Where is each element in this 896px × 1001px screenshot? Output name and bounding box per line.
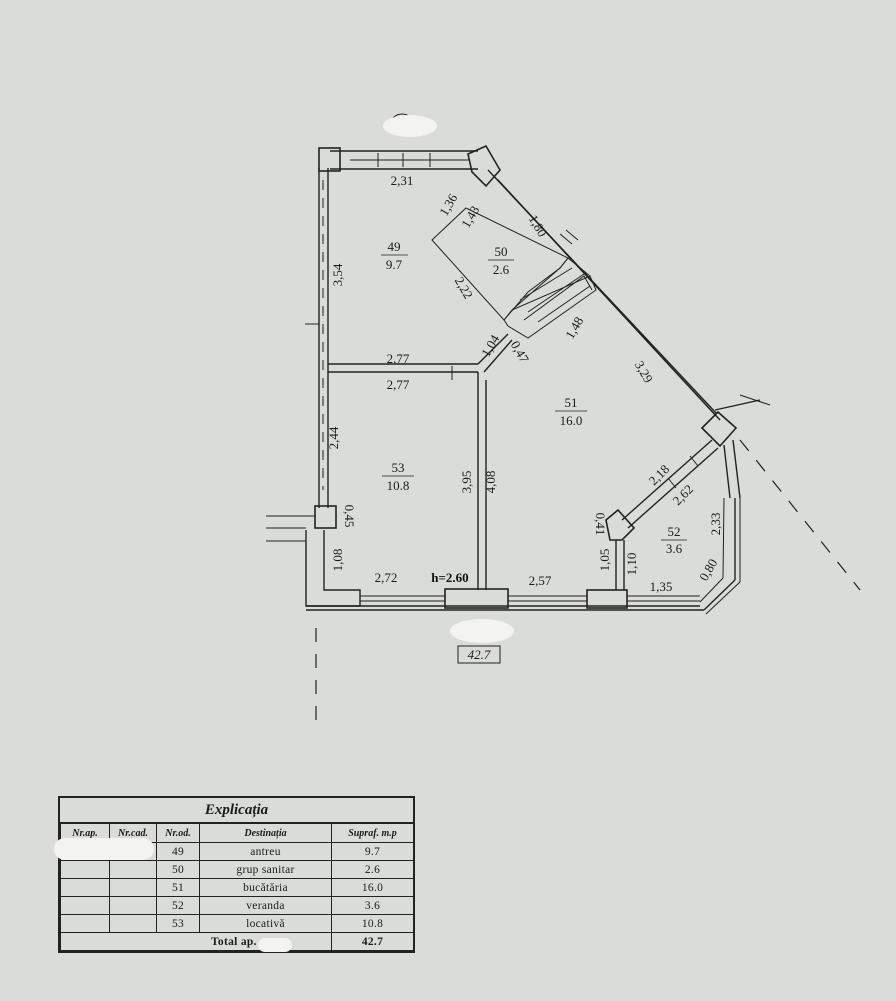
dim-label: 1,36: [436, 191, 461, 219]
row-suprafata: 16.0: [331, 878, 414, 897]
header-suprafata: Supraf. m.p: [331, 823, 414, 843]
dim-label: 1,08: [330, 549, 345, 572]
dim-label: 2,57: [529, 573, 552, 588]
row-nr-od: 50: [156, 860, 200, 879]
room-52-area: 3.6: [666, 541, 683, 556]
row-destinatia: locativă: [199, 914, 332, 933]
dim-label: 1,10: [624, 553, 639, 576]
room-53-number: 53: [392, 460, 405, 475]
explanation-table: Explicația Nr.ap. Nr.cad. Nr.od. Destina…: [54, 796, 415, 953]
dim-label: 4,08: [483, 471, 498, 494]
row-suprafata: 9.7: [331, 842, 414, 861]
dim-label: 2,18: [645, 461, 672, 488]
row-suprafata: 2.6: [331, 860, 414, 879]
dim-label: 2,77: [387, 377, 410, 392]
total-area-box: 42.7: [450, 619, 514, 664]
room-50-number: 50: [495, 244, 508, 259]
table-row: 50 grup sanitar 2.6: [60, 860, 414, 879]
row-suprafata: 10.8: [331, 914, 414, 933]
table-row: 53 locativă 10.8: [60, 914, 414, 933]
room-50-area: 2.6: [493, 262, 510, 277]
dim-label: 1,80: [526, 212, 550, 239]
dim-label: 2,44: [326, 426, 341, 449]
dim-label: 0,80: [696, 556, 720, 583]
dim-label: 1,43: [458, 203, 482, 230]
interior-walls: [328, 207, 719, 590]
ceiling-height-label: h=2.60: [431, 570, 468, 585]
table-row: 51 bucătăria 16.0: [60, 878, 414, 897]
dim-label: 0,45: [342, 505, 357, 528]
room-53-area: 10.8: [387, 478, 410, 493]
row-destinatia: antreu: [199, 842, 332, 861]
row-nr-od: 52: [156, 896, 200, 915]
row-nr-od: 53: [156, 914, 200, 933]
row-destinatia: bucătăria: [199, 878, 332, 897]
room-51-area: 16.0: [560, 413, 583, 428]
dim-label: 2,22: [452, 274, 476, 301]
row-nr-od: 49: [156, 842, 200, 861]
row-destinatia: grup sanitar: [199, 860, 332, 879]
row-destinatia: veranda: [199, 896, 332, 915]
dim-label: 0,41: [593, 513, 608, 536]
row-nr-od: 51: [156, 878, 200, 897]
dim-label: 1,05: [597, 549, 612, 572]
dim-label: 2,31: [391, 173, 414, 188]
redaction-mark: [54, 838, 154, 860]
total-area-value: 42.7: [468, 647, 491, 662]
dim-label: 1,48: [562, 314, 586, 341]
redaction-mark: [258, 938, 292, 952]
dim-label: 3,95: [459, 471, 474, 494]
dim-label: 2,33: [708, 513, 723, 536]
room-labels: 49 9.7 50 2.6 51 16.0 52 3.6 53 10.8: [381, 239, 687, 556]
room-51-number: 51: [565, 395, 578, 410]
table-total-row: Total ap. 42.7: [60, 932, 414, 951]
table-row: 52 veranda 3.6: [60, 896, 414, 915]
reference-lines: [315, 439, 861, 720]
room-52-number: 52: [668, 524, 681, 539]
total-value: 42.7: [331, 932, 414, 951]
dim-label: 3,29: [632, 358, 656, 385]
header-destinatia: Destinația: [199, 823, 332, 843]
dim-label: 2,77: [387, 351, 410, 366]
room-49-area: 9.7: [386, 257, 403, 272]
dim-label: 1,35: [650, 579, 673, 594]
dim-label: 3,54: [330, 263, 345, 286]
dim-label: 0,47: [508, 338, 533, 366]
dim-label: 2,72: [375, 570, 398, 585]
header-nr-od: Nr.od.: [156, 823, 200, 843]
north-marker: [383, 113, 437, 137]
exterior-walls: [266, 150, 771, 615]
row-suprafata: 3.6: [331, 896, 414, 915]
table-title: Explicația: [60, 798, 413, 823]
columns: [314, 144, 738, 609]
room-49-number: 49: [388, 239, 401, 254]
